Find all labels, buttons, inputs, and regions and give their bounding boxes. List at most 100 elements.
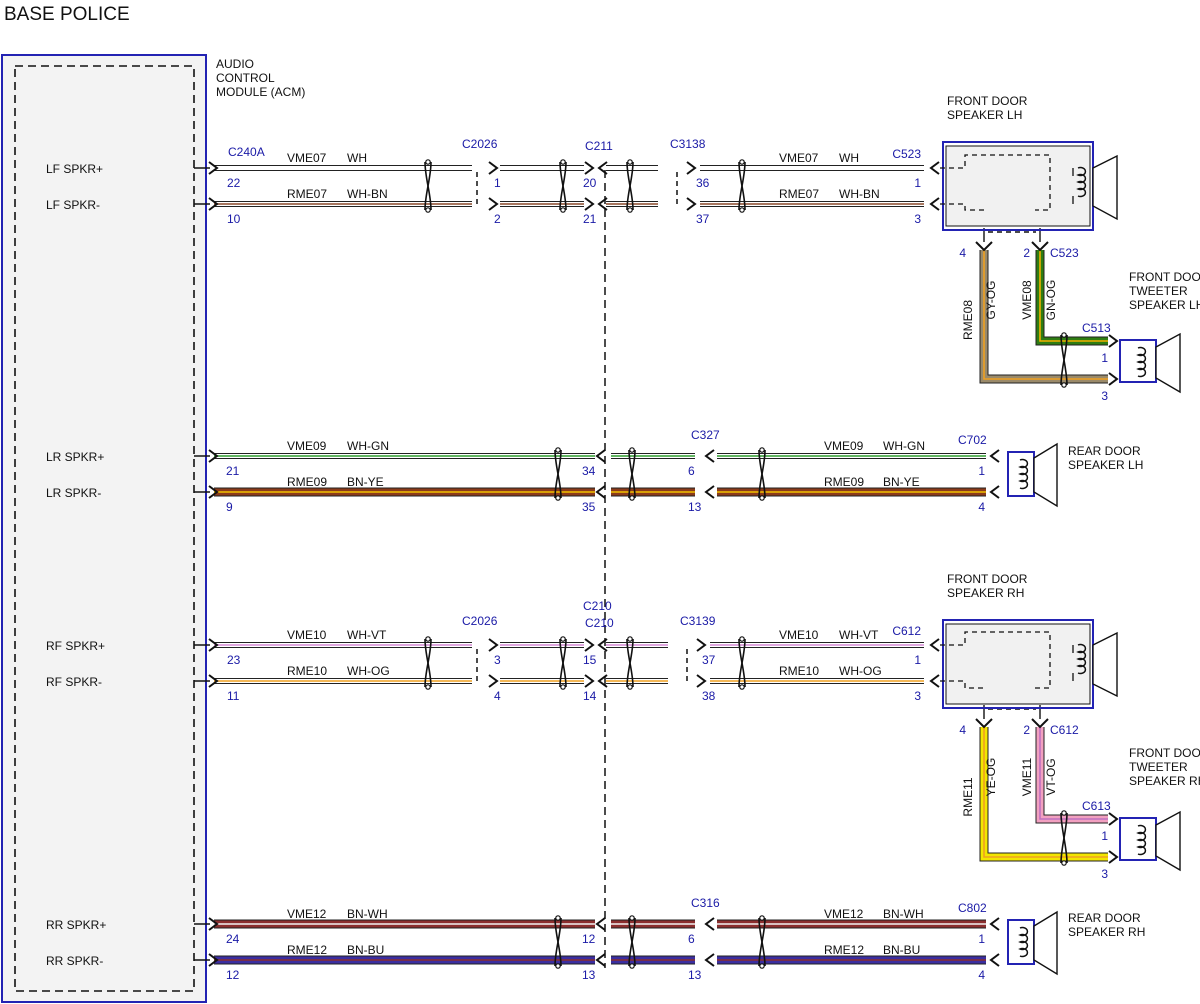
tw_lh-c-spk-label: C523 — [1050, 246, 1079, 260]
tw_lh-plus-circuit: VME08 — [1020, 280, 1034, 320]
lf-plus-circuit-1: VME07 — [287, 151, 327, 165]
lf-minus-term-c — [686, 197, 697, 211]
tweeter-rh-line1: FRONT DOOR — [1129, 746, 1200, 760]
rr-twist-2-bottom — [629, 963, 635, 969]
rf-plus-pin-acm: 23 — [227, 653, 241, 667]
lf-twist-1-bottom — [425, 207, 431, 213]
rf-twist-3 — [626, 636, 634, 690]
signal-rr-minus: RR SPKR- — [46, 954, 103, 968]
tweeter-rh-line3: SPEAKER RH — [1129, 774, 1200, 788]
tw_lh-plus-wire — [1035, 250, 1108, 346]
rr-twist-3-b — [758, 917, 766, 967]
lr-twist-3-bottom — [759, 495, 765, 501]
rear-lh-line1: REAR DOOR — [1068, 444, 1141, 458]
rr-twist-1-top — [555, 915, 561, 921]
lf-c-a-label: C2026 — [462, 137, 498, 151]
lf-minus-term-a — [488, 197, 499, 211]
rear-rh-line2: SPEAKER RH — [1068, 925, 1145, 939]
tweeter-lh-line1: FRONT DOOR — [1129, 270, 1200, 284]
module-name-line2: CONTROL — [216, 71, 275, 85]
rf-twist-1-bottom — [425, 684, 431, 690]
lf-twist-1-top — [425, 159, 431, 165]
rf-minus-pin-a: 4 — [494, 689, 501, 703]
lr-plus-term-c — [704, 449, 715, 463]
lf-minus-pin-b: 21 — [583, 212, 597, 226]
lf-minus-color-1: WH-BN — [347, 187, 388, 201]
rf-minus-term-c — [696, 674, 707, 688]
lf-minus-color-2: WH-BN — [839, 187, 880, 201]
tw_lh-c-tw-label: C513 — [1082, 321, 1111, 335]
rf-twist-2-top — [560, 636, 566, 642]
lr-plus-pin-acm: 21 — [226, 464, 240, 478]
front-rh-body — [945, 623, 1091, 705]
tweeter-lh-coil — [1137, 346, 1147, 378]
rear-door-speaker-rh: REAR DOOR SPEAKER RH — [1007, 910, 1145, 976]
rr-c-mid-label: C316 — [691, 896, 720, 910]
lf-plus-pin-a: 1 — [494, 176, 501, 190]
tweeter-rh-outline — [1119, 817, 1157, 861]
rf-minus-term-b2 — [597, 674, 608, 688]
rf-minus-circuit-2: RME10 — [779, 664, 819, 678]
front-door-speaker-lh: FRONT DOOR SPEAKER LH — [940, 94, 1118, 231]
lr-minus-circuit-2: RME09 — [824, 475, 864, 489]
rear-lh-cone — [1033, 442, 1058, 508]
rf-c-b-label-2: C210 — [583, 599, 612, 613]
module-name-line3: MODULE (ACM) — [216, 85, 305, 99]
tweeter-rh-cone — [1155, 810, 1181, 872]
lf-twist-3-bottom — [627, 207, 633, 213]
rf-plus-term-b2 — [597, 638, 608, 652]
lr-twist-1-b — [554, 449, 562, 499]
tw_lh-minus-pin-tw: 3 — [1101, 389, 1108, 403]
lf-plus-pin-c: 36 — [696, 176, 710, 190]
tweeter-lh-outline — [1119, 339, 1157, 383]
lf-plus-term-spk — [929, 161, 940, 175]
rf-minus-circuit-1: RME10 — [287, 664, 327, 678]
signal-rf-plus: RF SPKR+ — [46, 639, 105, 653]
lf-c-spk-label: C523 — [892, 147, 921, 161]
lf-plus-pin-b: 20 — [583, 176, 597, 190]
rr-twist-3 — [758, 915, 766, 969]
rf-c-b-label: C210 — [585, 616, 614, 630]
lf-minus-pin-spk: 3 — [914, 212, 921, 226]
rf-twist-2 — [559, 636, 567, 690]
tw_rh-plus-circuit: VME11 — [1020, 757, 1034, 796]
page-title: BASE POLICE — [4, 4, 130, 25]
rr-twist-1-b — [554, 917, 562, 967]
lf-c-c-label: C3138 — [670, 137, 706, 151]
rf-plus-pin-b: 15 — [583, 653, 597, 667]
tweeter-lh-cone — [1155, 332, 1181, 394]
tw_rh-twist-bottom — [1061, 860, 1067, 866]
tw_lh-twist-top — [1061, 332, 1067, 338]
tw_lh-term-tw-1 — [1108, 334, 1119, 348]
lf-plus-color-2: WH — [839, 151, 859, 165]
rf-plus-circuit-1: VME10 — [287, 628, 327, 642]
lf-plus-circuit-2: VME07 — [779, 151, 819, 165]
tw_lh-minus-circuit: RME08 — [961, 300, 975, 340]
lf-twist-4 — [738, 159, 746, 213]
lf-plus-pin-acm: 22 — [227, 176, 241, 190]
module-pin-stubs — [194, 167, 210, 961]
lf-c-b-label: C211 — [585, 139, 613, 153]
rear-lh-coil — [1019, 458, 1029, 490]
rf-plus-term-acm — [208, 638, 219, 652]
lf-twist-3-b — [626, 161, 634, 211]
lr-plus-circuit-2: VME09 — [824, 439, 864, 453]
front-lh-cone — [1092, 154, 1118, 221]
rf-plus-term-spk — [929, 638, 940, 652]
lr-plus-pin-mid: 34 — [582, 464, 596, 478]
lr-minus-pin-spk: 4 — [978, 500, 985, 514]
rr-minus-term-c — [704, 953, 715, 967]
rr-plus-term-mid — [595, 917, 606, 931]
lf-twist-2-b — [559, 161, 567, 211]
lf-plus-term-b — [584, 161, 595, 175]
rf-plus-pin-a: 3 — [494, 653, 501, 667]
rf-twist-3-bottom — [627, 684, 633, 690]
lr-twist-2-b — [628, 449, 636, 499]
tweeter-rh-line2: TWEETER — [1129, 760, 1188, 774]
module-internal-boundary — [14, 65, 195, 992]
lf-minus-term-b2 — [597, 197, 608, 211]
lf-twist-2 — [559, 159, 567, 213]
lf-minus-pin-a: 2 — [494, 212, 501, 226]
signal-rr-plus: RR SPKR+ — [46, 918, 106, 932]
